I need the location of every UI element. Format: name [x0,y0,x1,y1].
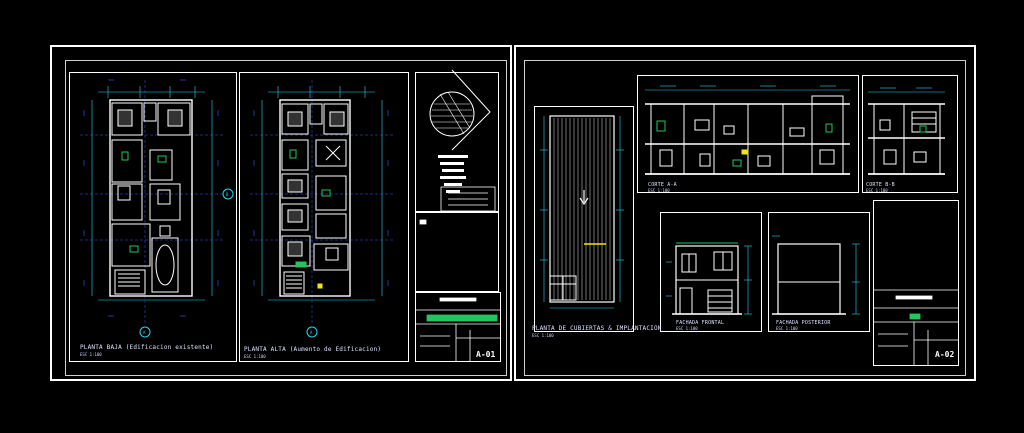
section-aa-panel[interactable] [637,75,859,193]
sheet-a01-inner-border [65,60,507,376]
ground-floor-title: PLANTA BAJA (Edificacion existente) [80,344,214,351]
front-facade-drawing [666,242,752,315]
upper-floor-plan [250,80,395,338]
legend-panel [415,212,499,292]
upper-floor-panel[interactable] [239,72,409,362]
section-aa-drawing [645,85,850,175]
axis-bubble-a-ground: A [143,330,146,335]
title-block-a02-lines [874,289,959,366]
section-bb-title: CORTE B-B [866,182,895,188]
section-bb-scale: ESC 1:100 [866,188,888,193]
title-block-a01 [415,292,501,362]
sheet-code-a01: A-01 [476,350,496,359]
axis-bubble-b: B [226,192,229,197]
roof-plan-scale: ESC 1:100 [532,333,554,338]
upper-floor-title: PLANTA ALTA (Aumento de Edificacion) [244,346,382,353]
sheet-a01[interactable] [50,45,512,381]
roof-plan-panel[interactable] [534,106,634,332]
rear-facade-drawing [772,235,860,315]
roof-plan-title: PLANTA DE CUBIERTAS & IMPLANTACION [532,325,662,332]
sheet-a02-inner-border [524,60,966,376]
ground-floor-scale: ESC 1:100 [80,352,102,357]
sheet-a02[interactable] [514,45,976,381]
upper-floor-scale: ESC 1:100 [244,354,266,359]
section-bb-drawing [868,87,945,175]
legend-table [419,186,496,225]
title-block-a01-lines [416,297,501,362]
ground-floor-panel[interactable] [69,72,237,362]
north-arrow-panel [415,72,499,212]
rear-facade-title: FACHADA POSTERIOR [776,320,831,326]
section-aa-scale: ESC 1:100 [648,188,670,193]
front-facade-title: FACHADA FRONTAL [676,320,725,326]
section-aa-title: CORTE A-A [648,182,677,188]
rear-facade-scale: ESC 1:100 [776,326,798,331]
front-facade-panel[interactable] [660,212,762,332]
sheet-code-a02: A-02 [935,350,955,359]
roof-plan [540,115,624,309]
front-facade-scale: ESC 1:100 [676,326,698,331]
north-arrow-icon [429,69,491,151]
title-block-a02 [873,200,959,366]
legend-swatches [438,155,468,193]
axis-bubble-a-upper: A [310,330,313,335]
rear-facade-panel[interactable] [768,212,870,332]
ground-floor-plan [80,79,234,338]
section-bb-panel[interactable] [862,75,958,193]
